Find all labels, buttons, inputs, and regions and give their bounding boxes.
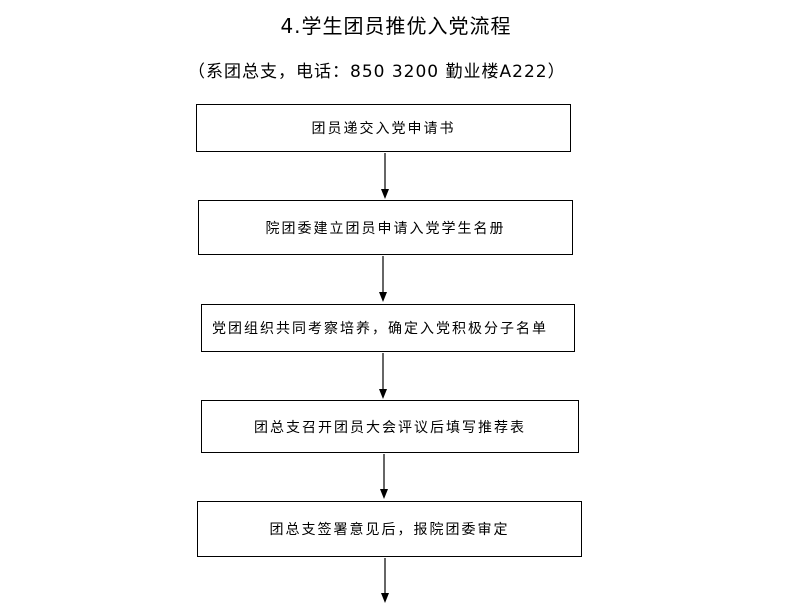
step-box-recommendation-form: 团总支召开团员大会评议后填写推荐表	[201, 400, 579, 453]
arrow-1	[381, 153, 389, 199]
step-box-register-applicants: 院团委建立团员申请入党学生名册	[198, 200, 573, 255]
arrow-3	[379, 353, 387, 399]
step-box-submit-application: 团员递交入党申请书	[196, 104, 571, 152]
step-label: 团员递交入党申请书	[311, 121, 456, 137]
step-box-committee-approval: 团总支签署意见后，报院团委审定	[197, 501, 582, 557]
arrow-5	[381, 558, 389, 603]
arrow-2	[379, 256, 387, 302]
step-label: 团总支召开团员大会评议后填写推荐表	[254, 419, 526, 436]
arrow-4	[380, 454, 388, 499]
step-label: 党团组织共同考察培养，确定入党积极分子名单	[212, 321, 548, 337]
step-label: 团总支签署意见后，报院团委审定	[269, 522, 510, 538]
contact-info: （系团总支，电话：850 3200 勤业楼A222）	[188, 62, 566, 82]
step-box-confirm-activists: 党团组织共同考察培养，确定入党积极分子名单	[201, 304, 575, 352]
page-title: 4.学生团员推优入党流程	[280, 14, 512, 38]
step-label: 院团委建立团员申请入党学生名册	[265, 220, 506, 237]
